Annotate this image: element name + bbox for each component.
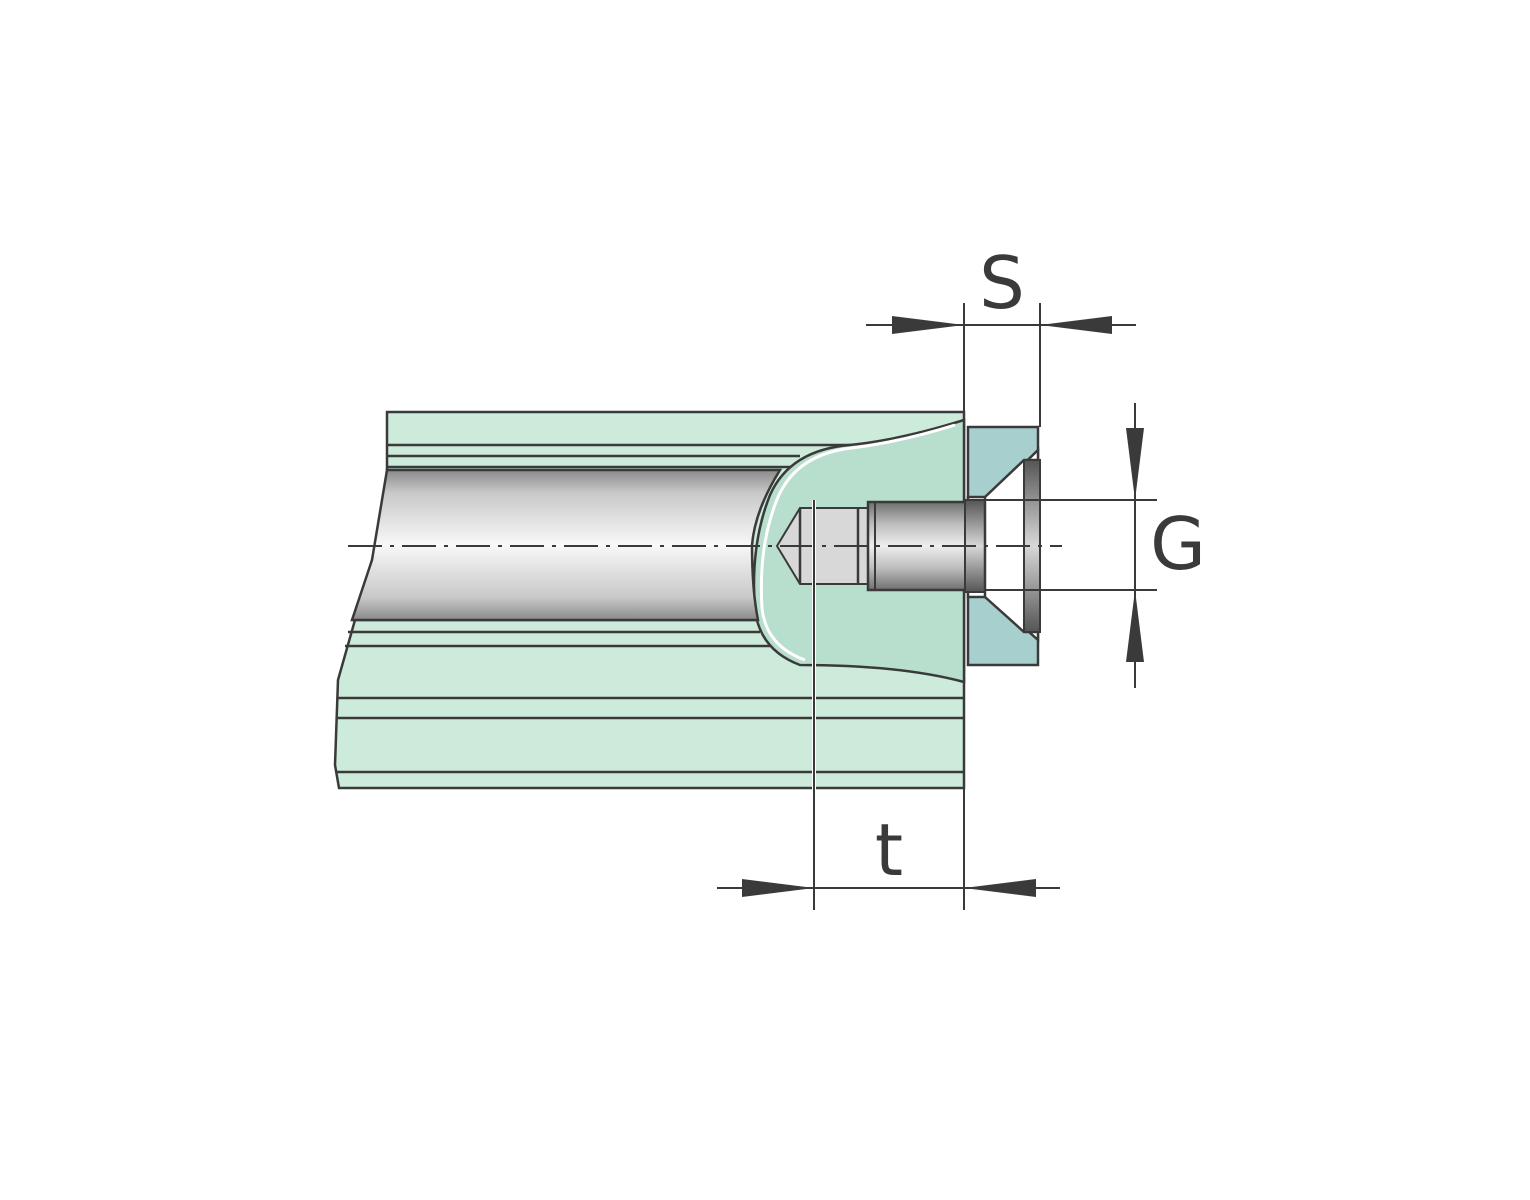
rail-profile-lines — [337, 443, 964, 774]
dimension-t — [717, 500, 1060, 910]
dimension-s — [866, 303, 1136, 427]
label-t: t — [875, 808, 903, 892]
label-s: S — [979, 241, 1025, 325]
dimension-g — [985, 403, 1157, 688]
label-g: G — [1150, 502, 1206, 586]
cutaway-highlight — [759, 423, 956, 662]
